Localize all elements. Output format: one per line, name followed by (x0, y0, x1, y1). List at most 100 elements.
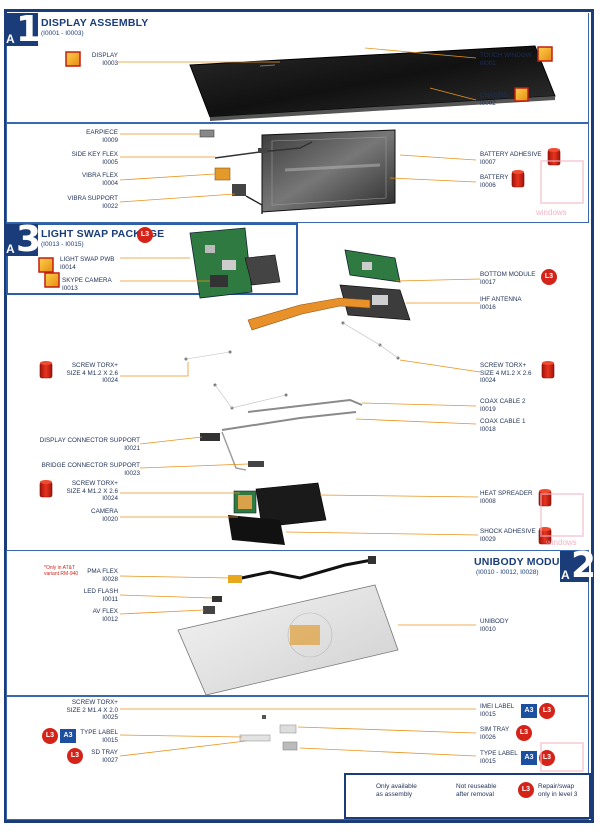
level3-badge: L3 (541, 269, 557, 285)
section-bottom-box (6, 696, 589, 820)
section-a1-range: (I0001 - I0003) (41, 30, 84, 37)
sim-sd-trays (239, 715, 298, 751)
poster-frame (4, 9, 594, 823)
not-reusable-can-icon (39, 480, 53, 498)
av-flex-part (203, 606, 215, 614)
windows-watermark-logo (540, 493, 584, 537)
ihf-antenna-illustration (247, 284, 411, 331)
assembly-cube-icon (65, 51, 81, 67)
a3-badge: A3 (60, 729, 76, 743)
not-reusable-can-icon (39, 361, 53, 379)
section-a2-letter: A (561, 568, 570, 582)
screws-group (184, 321, 400, 410)
camera-part (233, 490, 257, 514)
vibra-flex-part (214, 167, 263, 214)
screw-paths (185, 322, 399, 409)
section-a2-box (6, 550, 589, 696)
pma-flex-part (228, 556, 376, 583)
side-key-flex-part (214, 141, 313, 159)
section-a3-range: (I0013 - I0015) (41, 241, 84, 248)
windows-watermark-logo (540, 160, 584, 204)
assembly-cube-icon (514, 87, 529, 102)
assembly-cube-icon (38, 257, 54, 273)
legend-level3-badge: L3 (518, 782, 534, 798)
a3-badge: A3 (521, 751, 537, 765)
unibody-illustration (177, 584, 399, 696)
section-a3-box (6, 223, 298, 295)
not-reusable-can-icon (511, 170, 525, 188)
led-flash-part (212, 596, 222, 602)
bridge-connector-support-part (248, 461, 264, 467)
level3-badge: L3 (67, 748, 83, 764)
section-a1-letter: A (6, 32, 15, 46)
section-a2-title: UNIBODY MODULE (474, 556, 574, 568)
section-a3-letter: A (6, 242, 15, 256)
display-assembly-illustration (189, 45, 556, 121)
section-a1-number: 1 (16, 9, 42, 50)
leader-lines-bottom (119, 708, 477, 757)
display-connector-support-part (200, 431, 247, 471)
windows-watermark-text: windows (536, 208, 567, 217)
section-a3-tab (6, 224, 38, 256)
level3-badge: L3 (539, 703, 555, 719)
section-battery-box (6, 123, 589, 223)
assembly-cube-icon (537, 46, 553, 62)
leader-lines-a3 (120, 257, 210, 282)
windows-watermark-logo (540, 742, 584, 772)
heat-spreader-part (228, 482, 327, 545)
leader-lines-middle (120, 278, 481, 536)
windows-watermark-text: windows (546, 538, 577, 547)
leader-lines-a1 (118, 47, 477, 101)
assembly-cube-icon (44, 272, 60, 288)
battery-illustration (261, 129, 396, 213)
section-a2-range: (I0010 - I0012, I0028) (476, 569, 539, 576)
level3-badge: L3 (516, 725, 532, 741)
section-a2-tab (560, 551, 589, 582)
not-reusable-can-icon (541, 361, 555, 379)
earpiece-part (199, 129, 215, 138)
section-a3-number: 3 (16, 219, 42, 260)
section-a1-tab (6, 13, 38, 46)
section-a3-title: LIGHT SWAP PACKAGE (41, 228, 165, 240)
level3-badge: L3 (539, 750, 555, 766)
leader-lines-a2 (119, 575, 476, 626)
